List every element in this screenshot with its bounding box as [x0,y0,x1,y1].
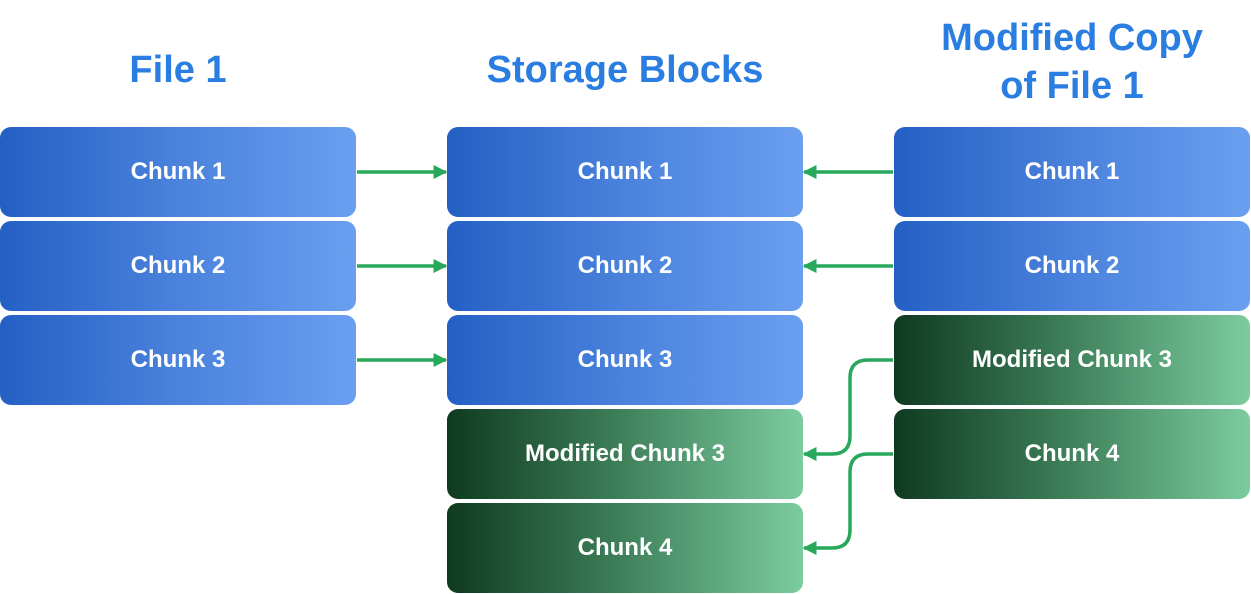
modified-chunk-1: Chunk 1 [894,127,1250,217]
modified-modified-chunk-3: Modified Chunk 3 [894,315,1250,405]
modified-chunk-2: Chunk 2 [894,221,1250,311]
title-storage-blocks: Storage Blocks [486,49,764,91]
storage-chunk-3: Chunk 3 [447,315,803,405]
storage-modified-chunk-3: Modified Chunk 3 [447,409,803,499]
title-modified-copy: Modified Copy of File 1 [894,14,1250,110]
file1-chunk-1: Chunk 1 [0,127,356,217]
title-modified-line2: of File 1 [1000,65,1144,107]
storage-chunk-2: Chunk 2 [447,221,803,311]
file1-chunk-2: Chunk 2 [0,221,356,311]
arrow-modified-chunk3-to-storage [802,358,893,461]
file1-chunk-3: Chunk 3 [0,315,356,405]
title-file1: File 1 [129,49,227,91]
storage-chunk-1: Chunk 1 [447,127,803,217]
modified-chunk-4: Chunk 4 [894,409,1250,499]
arrow-modified-chunk4-to-storage [802,452,893,555]
storage-chunk-4: Chunk 4 [447,503,803,593]
title-modified-line1: Modified Copy [941,17,1203,59]
